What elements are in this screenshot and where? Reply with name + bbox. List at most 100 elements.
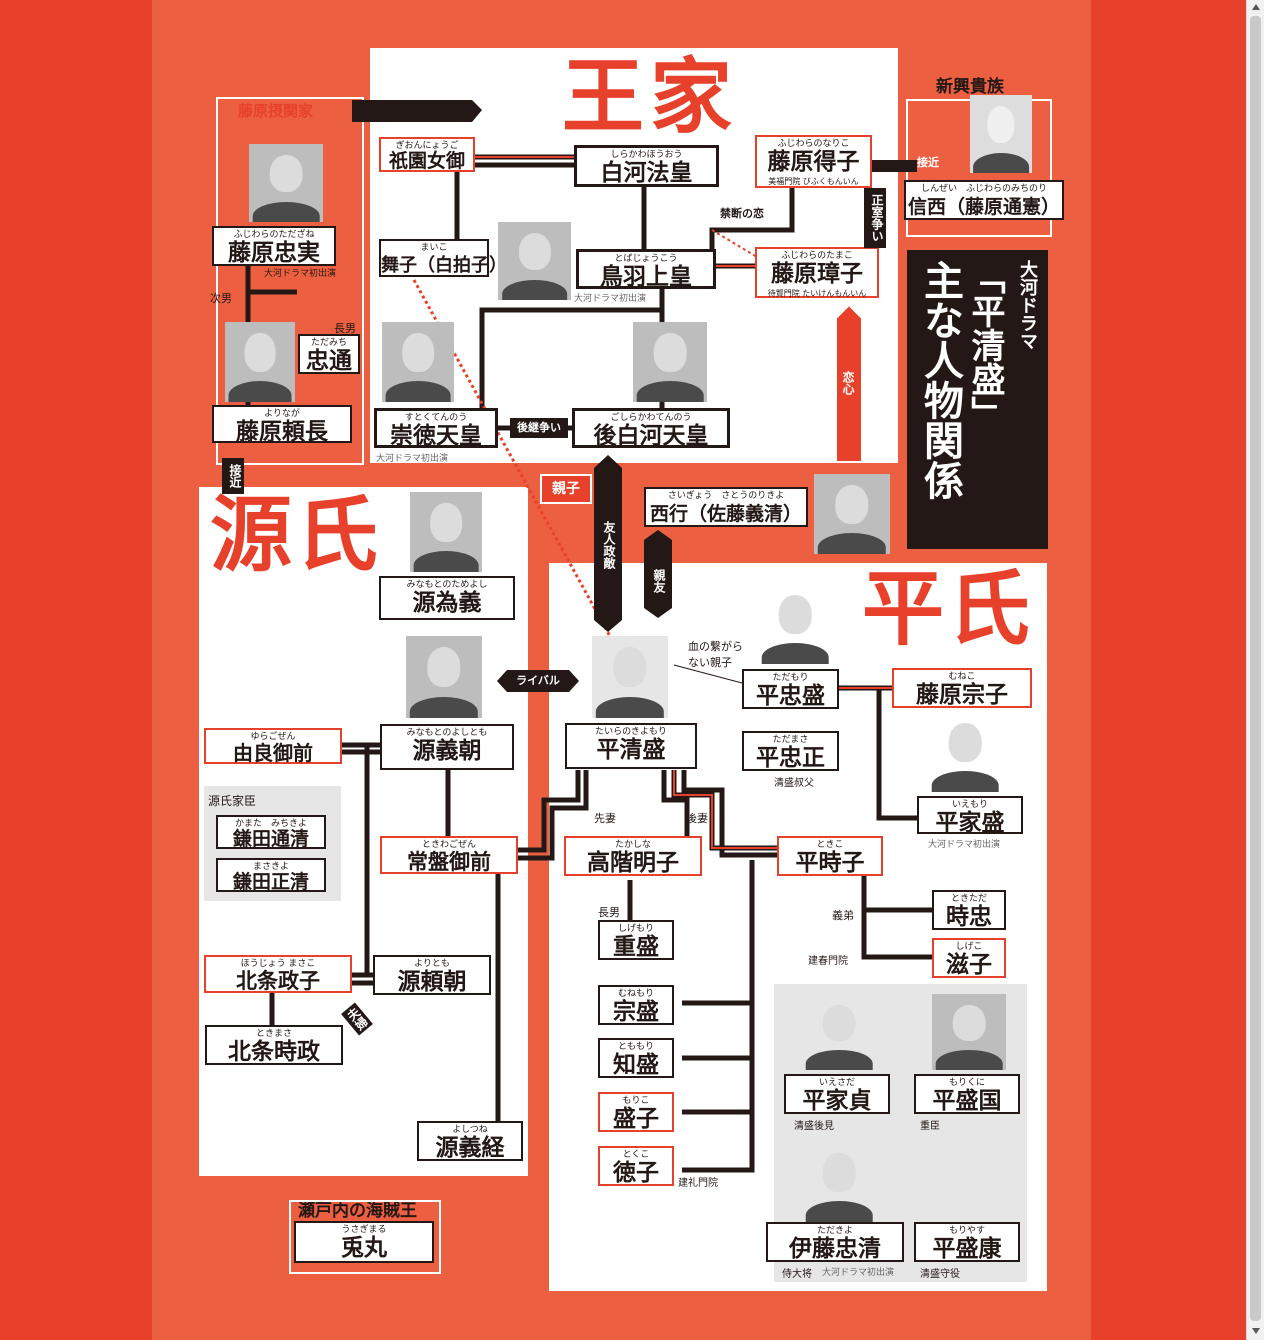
person-gion: ぎおんにょうご祇園女御 <box>379 137 475 172</box>
fujiwara-panel <box>216 97 364 465</box>
person-masako: ほうじょう まさこ北条政子 <box>204 955 352 993</box>
person-tadakiyo: ただきよ伊藤忠清 <box>766 1222 904 1262</box>
person-goshirakawa: ごしらかわてんのう後白河天皇 <box>572 408 730 448</box>
person-tomomori: とももり知盛 <box>598 1038 674 1078</box>
toba-photo <box>498 222 571 300</box>
person-tadazane: ふじわらのただざね藤原忠実 <box>212 226 336 266</box>
tadakiyo-note2: 大河ドラマ初出演 <box>822 1268 895 1278</box>
person-iesada: いえさだ平家貞 <box>784 1074 890 1114</box>
moriyasu-note: 清盛守役 <box>920 1269 960 1280</box>
person-moriyasu: もりやす平盛康 <box>914 1222 1020 1262</box>
person-muneko: むねこ藤原宗子 <box>892 668 1032 708</box>
sutoku-note: 大河ドラマ初出演 <box>376 454 449 464</box>
person-moriko: もりこ盛子 <box>598 1092 674 1132</box>
sutoku-photo <box>382 322 454 402</box>
tadakiyo-note: 侍大将 <box>782 1269 812 1280</box>
person-tadamori: ただもり平忠盛 <box>742 669 839 709</box>
vertical-scrollbar[interactable] <box>1246 0 1264 1340</box>
person-tokitada: ときただ時忠 <box>932 890 1006 930</box>
iemori-note: 大河ドラマ初出演 <box>928 840 1001 850</box>
person-tadamichi: ただみち忠通 <box>298 334 360 374</box>
relation-gitei: 義弟 <box>832 909 854 922</box>
person-shigeko: しげこ滋子 <box>932 938 1006 978</box>
relation-rival: ライバル <box>497 670 579 692</box>
person-toba: とばじょうこう鳥羽上皇 <box>576 249 716 289</box>
tadazane-photo <box>249 144 323 222</box>
relation-yujin: 友人政敵 <box>602 521 616 569</box>
person-sutoku: すとくてんのう崇徳天皇 <box>374 408 498 448</box>
kiyomori-photo <box>592 636 668 718</box>
title-series: 「平清盛」 <box>965 260 1005 430</box>
relation-shinyu: 親友 <box>652 569 666 593</box>
tokuko-note: 建礼門院 <box>678 1178 718 1189</box>
person-iemori: いえもり平家盛 <box>917 796 1023 835</box>
person-yoshitomo: みなもとのよしとも源義朝 <box>380 724 514 770</box>
person-kamata-masakiyo: まさきよ鎌田正清 <box>216 858 326 892</box>
heishi-heading: 平氏 <box>862 561 1035 657</box>
scrollbar-thumb[interactable] <box>1250 16 1261 1321</box>
person-shoshi: ふじわらのたまこ藤原璋子待賢門院 たいけんもんいん <box>755 247 879 298</box>
genji-heading: 源氏 <box>210 487 383 583</box>
person-munemori: むねもり宗盛 <box>598 985 674 1025</box>
person-tameyoshi: みなもとのためよし源為義 <box>379 576 515 620</box>
morikuni-photo <box>932 994 1006 1070</box>
person-yura: ゆらごぜん由良御前 <box>204 728 342 764</box>
person-shinzei: しんぜい ふじわらのみちのり信西（藤原通憲） <box>904 180 1064 220</box>
relation-jinan: 次男 <box>210 292 232 305</box>
fujiwara-label: 藤原摂関家 <box>238 102 314 120</box>
person-tokiko: ときこ平時子 <box>777 836 883 876</box>
relation-kosai: 後妻 <box>686 812 708 825</box>
iemori-photo <box>928 712 1002 792</box>
relation-sekkin1: 接近 <box>917 156 939 169</box>
yorinaga-photo <box>225 322 295 402</box>
relation-sekkin2: 接近 <box>222 458 244 494</box>
relation-koukei: 後継争い <box>510 418 568 438</box>
person-morikuni: もりくに平盛国 <box>914 1074 1020 1114</box>
person-usagimaru: うさぎまる兎丸 <box>294 1221 434 1263</box>
person-yoritomo: よりとも源頼朝 <box>373 955 491 995</box>
tameyoshi-photo <box>410 492 482 572</box>
scroll-up-arrow-icon[interactable] <box>1251 2 1261 12</box>
tadamasa-note: 清盛叔父 <box>774 778 814 789</box>
shinzei-photo <box>970 95 1032 173</box>
person-tokimasa: ときまさ北条時政 <box>205 1025 343 1065</box>
person-tokuko: とくこ徳子 <box>598 1146 674 1186</box>
relation-kinkan: 禁断の恋 <box>720 207 764 220</box>
tadazane-note: 大河ドラマ初出演 <box>264 269 337 279</box>
tadakiyo-photo <box>802 1142 876 1222</box>
relation-chonan2: 長男 <box>598 906 620 919</box>
iesada-note: 清盛後見 <box>794 1121 834 1132</box>
title-main: 主な人物関係 <box>917 260 964 500</box>
relation-sensai: 先妻 <box>594 812 616 825</box>
relation-seishitsu: 正室争い <box>864 188 886 248</box>
toba-note: 大河ドラマ初出演 <box>574 294 647 304</box>
goshirakawa-photo <box>633 322 707 402</box>
relationship-chart: 王家 源氏 平氏 大河ドラマ 「平清盛」 主な人物関係 藤原摂関家 新興貴族 源… <box>152 0 1091 1340</box>
saigyo-photo <box>814 474 890 554</box>
person-saigyo: さいぎょう さとうのりきよ西行（佐藤義清） <box>644 487 808 527</box>
setouchi-label: 瀬戸内の海賊王 <box>298 1201 417 1221</box>
relation-chino: 血の繋がらない親子 <box>688 640 743 669</box>
yoshitomo-photo <box>406 636 482 718</box>
relation-chonan: 長男 <box>334 322 356 335</box>
relation-renshin: 恋心 <box>841 371 855 395</box>
title-box: 大河ドラマ 「平清盛」 主な人物関係 <box>907 250 1048 549</box>
genji-kashin-label: 源氏家臣 <box>208 794 257 808</box>
person-kamata-michikiyo: かまた みちきよ鎌田通清 <box>216 815 326 849</box>
scroll-down-arrow-icon[interactable] <box>1251 1326 1261 1336</box>
person-tadamasa: ただまさ平忠正 <box>742 731 839 771</box>
person-tokiwa: ときわごぜん常盤御前 <box>380 836 518 874</box>
person-tokushi: ふじわらのなりこ藤原得子美福門院 びふくもんいん <box>755 135 872 188</box>
usagimaru-frame <box>289 1200 441 1274</box>
tadamori-photo <box>758 584 832 664</box>
person-yorinaga: よりなが藤原頼長 <box>212 405 352 444</box>
relation-oyako: 親子 <box>540 474 592 504</box>
iesada-photo <box>802 994 876 1070</box>
ouke-heading: 王家 <box>562 49 739 145</box>
shigeko-note: 建春門院 <box>808 956 848 967</box>
shinko-label: 新興貴族 <box>936 77 1004 97</box>
person-maiko: まいこ舞子（白拍子） <box>379 239 507 277</box>
title-subtitle: 大河ドラマ <box>1017 260 1038 350</box>
person-akiko: たかしな高階明子 <box>564 836 702 876</box>
person-shirakawa: しらかわほうおう白河法皇 <box>574 145 719 187</box>
